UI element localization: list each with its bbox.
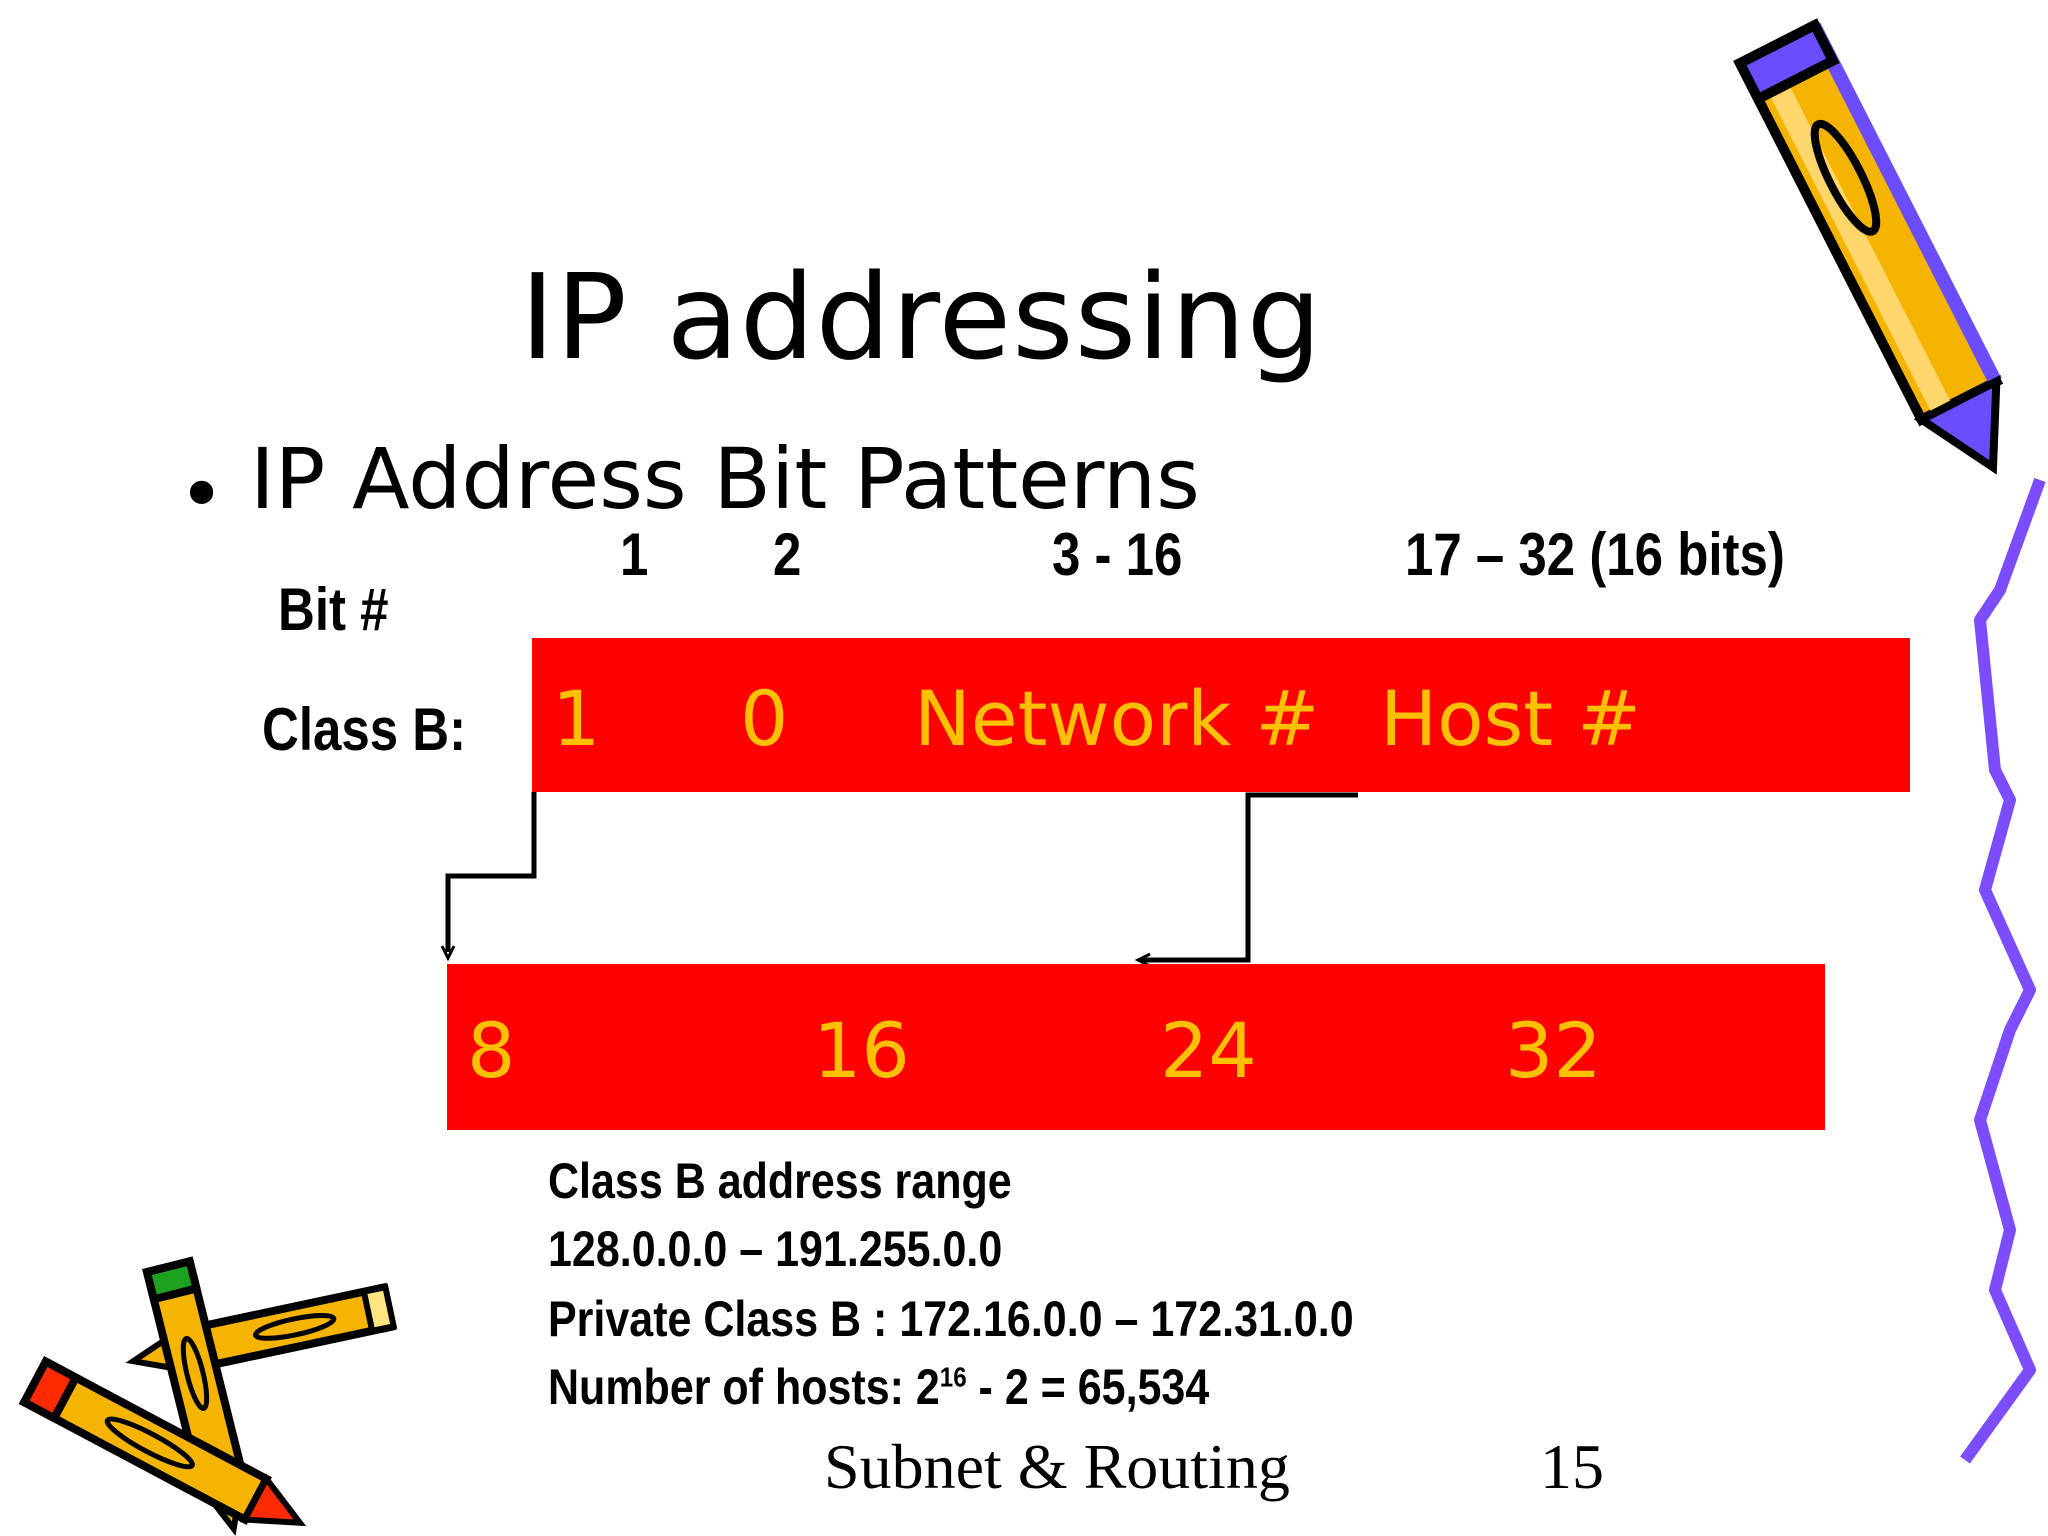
- octet-bar: 8 16 24 32: [447, 964, 1825, 1130]
- host-count-exponent: 16: [939, 1361, 967, 1393]
- octet-32: 32: [1505, 1006, 1602, 1095]
- bullet-text: IP Address Bit Patterns: [250, 430, 1200, 528]
- octet-8: 8: [467, 1006, 516, 1095]
- bit-position-17-32: 17 – 32 (16 bits): [1405, 521, 1785, 588]
- pencil-icon: [1733, 18, 2004, 475]
- footer-text: Subnet & Routing: [824, 1431, 1290, 1502]
- slide-title: IP addressing: [520, 248, 1323, 386]
- address-range: 128.0.0.0 – 191.255.0.0: [548, 1221, 1003, 1277]
- host-count: Number of hosts: 216 - 2 = 65,534: [548, 1358, 1209, 1416]
- bit-position-2: 2: [773, 521, 802, 588]
- bit-position-1: 1: [620, 521, 649, 588]
- squiggle-line: [1960, 477, 2046, 1464]
- class-label: Class B:: [262, 696, 467, 763]
- class-b-bit-bar: 1 0 Network # Host #: [532, 638, 1910, 792]
- octet-16: 16: [813, 1006, 910, 1095]
- page-number: 15: [1540, 1431, 1604, 1502]
- range-heading: Class B address range: [548, 1153, 1012, 1209]
- bar-bit-1: 1: [552, 674, 601, 763]
- bullet-marker: •: [178, 448, 226, 541]
- bar-host: Host #: [1380, 674, 1641, 763]
- bar-network: Network #: [914, 674, 1320, 763]
- bar-bit-2: 0: [740, 674, 789, 763]
- bit-position-3-16: 3 - 16: [1052, 521, 1183, 588]
- bit-number-label: Bit #: [278, 576, 389, 643]
- crayons-icon: [18, 1256, 398, 1536]
- host-count-prefix: Number of hosts: 2: [548, 1359, 940, 1415]
- host-count-suffix: - 2 = 65,534: [966, 1359, 1210, 1415]
- private-range: Private Class B : 172.16.0.0 – 172.31.0.…: [548, 1291, 1354, 1347]
- octet-24: 24: [1160, 1006, 1257, 1095]
